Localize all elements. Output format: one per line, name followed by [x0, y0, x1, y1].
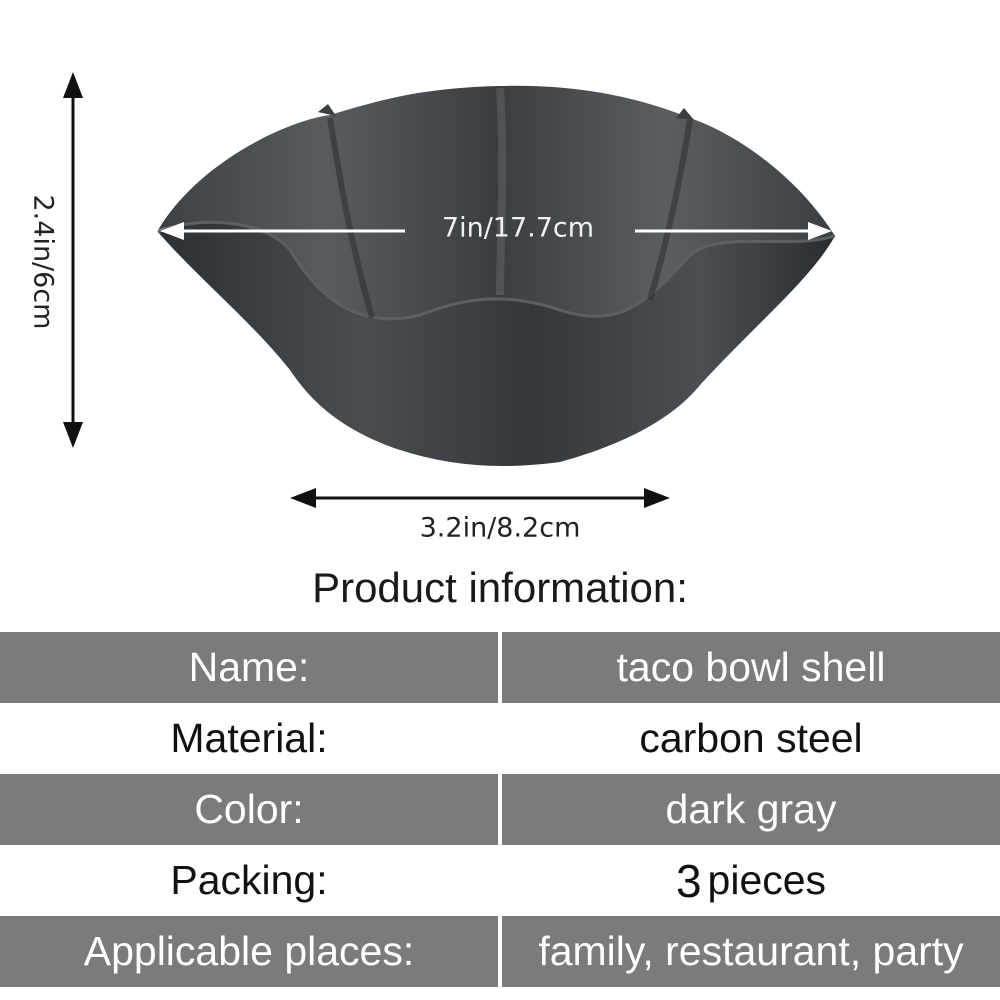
row-value: 3 pieces: [502, 845, 1000, 916]
row-value: dark gray: [665, 786, 837, 832]
row-label: Material:: [0, 703, 502, 774]
height-dimension-arrow: [63, 72, 83, 448]
table-row-material: Material: carbon steel: [0, 703, 1000, 774]
packing-quantity: 3: [675, 854, 702, 907]
row-label: Packing:: [0, 845, 502, 916]
table-row-color: Color: dark gray: [0, 774, 1000, 845]
product-info-title: Product information:: [312, 564, 688, 611]
base-dimension-arrow: [290, 488, 670, 508]
row-label: Applicable places:: [0, 916, 502, 987]
row-label: Color:: [0, 774, 502, 845]
row-label: Name:: [0, 632, 502, 703]
width-dimension-arrow: [160, 222, 832, 240]
height-dimension-label: 2.4in/6cm: [27, 194, 59, 330]
row-value: carbon steel: [639, 715, 863, 761]
width-dimension-label: 7in/17.7cm: [441, 212, 595, 244]
row-value: family, restaurant, party: [538, 928, 964, 974]
product-info-table: Name: taco bowl shell Material: carbon s…: [0, 632, 1000, 987]
base-dimension-label: 3.2in/8.2cm: [419, 512, 581, 544]
packing-unit: pieces: [707, 857, 827, 903]
table-row-applicable-places: Applicable places: family, restaurant, p…: [0, 916, 1000, 987]
product-figure: [63, 72, 836, 508]
row-value: taco bowl shell: [616, 644, 886, 690]
taco-bowl-image: [157, 85, 836, 466]
table-row-packing: Packing: 3 pieces: [0, 845, 1000, 916]
table-row-name: Name: taco bowl shell: [0, 632, 1000, 703]
